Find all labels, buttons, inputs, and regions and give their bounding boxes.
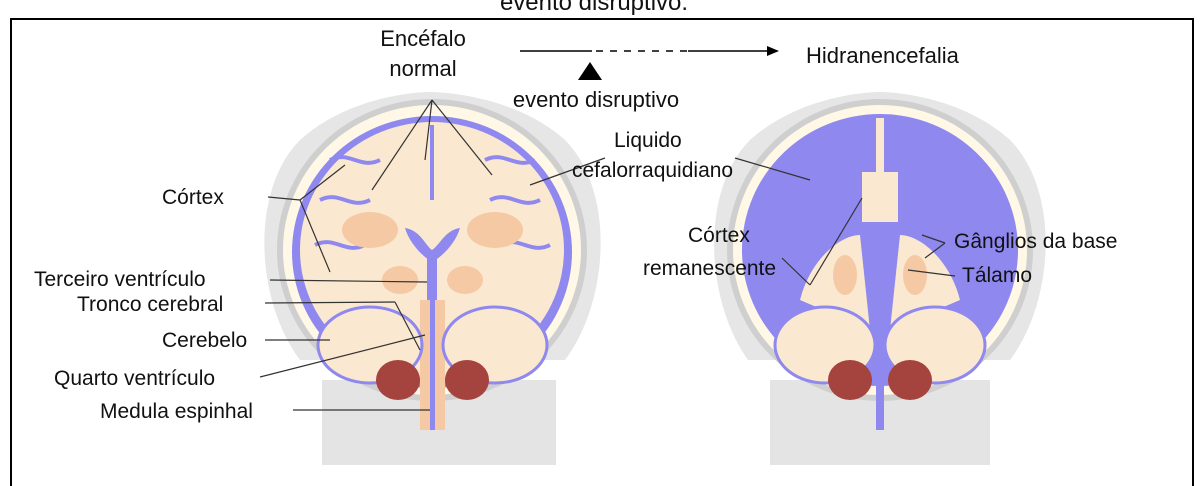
progression-arrow <box>520 46 779 56</box>
caption-top: evento disruptivo. <box>500 0 688 16</box>
label-remnant-cortex-line1: Córtex <box>688 224 750 247</box>
label-basal-ganglia: Gânglios da base <box>954 230 1117 253</box>
label-csf-line1: Liquido <box>614 129 682 152</box>
normal-brain-illustration <box>264 92 600 465</box>
event-marker-triangle-icon <box>578 62 602 80</box>
label-brainstem: Tronco cerebral <box>77 293 223 316</box>
label-fourth-ventricle: Quarto ventrículo <box>54 367 215 390</box>
hydranencephaly-title: Hidranencefalia <box>806 43 960 68</box>
label-thalamus: Tálamo <box>962 264 1032 287</box>
hydra-midline-remnant <box>862 172 898 222</box>
label-third-ventricle: Terceiro ventrículo <box>34 268 206 291</box>
normal-brain-title-line2: normal <box>389 56 456 81</box>
label-csf-line2: cefalorraquidiano <box>572 159 733 182</box>
label-cerebellum: Cerebelo <box>162 329 247 352</box>
normal-brain-title-line1: Encéfalo <box>380 26 466 51</box>
label-spinal-cord: Medula espinhal <box>100 400 253 423</box>
label-remnant-cortex-line2: remanescente <box>643 257 776 280</box>
label-cortex: Córtex <box>162 186 224 209</box>
event-label: evento disruptivo <box>513 87 679 112</box>
